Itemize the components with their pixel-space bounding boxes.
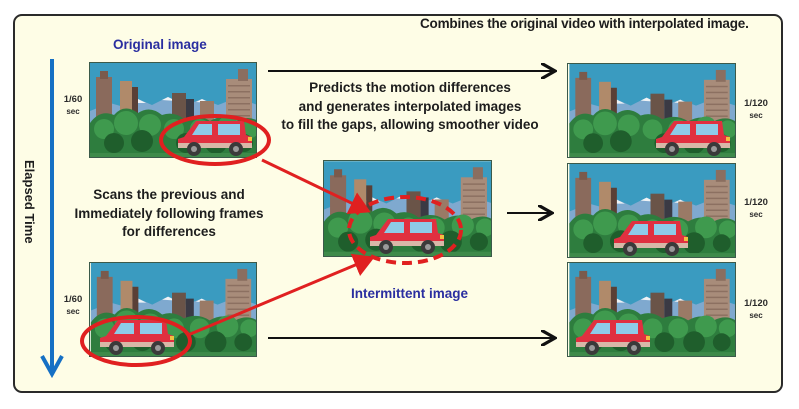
rate-unit: sec	[66, 107, 80, 116]
scans-line-1: Scans the previous and	[93, 187, 245, 202]
original-image-label: Original image	[113, 37, 207, 52]
rate-value: 1/120	[744, 98, 768, 109]
predicts-line-3: to fill the gaps, allowing smoother vide…	[281, 117, 539, 132]
scans-line-2: Immediately following frames	[74, 205, 264, 221]
original-frame-1	[89, 62, 257, 158]
right-frame-1-rate: 1/120 sec	[738, 98, 774, 122]
rate-value: 1/60	[63, 294, 83, 305]
elapsed-time-label: Elapsed Time	[22, 160, 37, 244]
output-frame-1	[567, 63, 736, 158]
predicts-line-2: and generates interpolated images	[298, 98, 522, 114]
left-frame-2-rate: 1/60 sec	[59, 294, 87, 318]
predicts-description: Predicts the motion differences and gene…	[272, 79, 548, 135]
scan-arrow-from-bottom-icon	[187, 253, 375, 337]
right-frame-3-rate: 1/120 sec	[738, 298, 774, 322]
car-highlight-bottom-icon	[80, 315, 192, 367]
rate-unit: sec	[66, 307, 80, 316]
rate-value: 1/120	[744, 197, 768, 208]
rate-unit: sec	[749, 111, 763, 120]
elapsed-time-arrow-icon	[40, 59, 64, 379]
rate-unit: sec	[749, 311, 763, 320]
interpolated-highlight-dashed-icon	[347, 195, 463, 265]
car-highlight-top-icon	[159, 114, 271, 166]
scans-line-3: for differences	[122, 224, 216, 239]
rate-value: 1/60	[63, 94, 83, 105]
diagram-title: Combines the original video with interpo…	[420, 16, 749, 31]
rate-unit: sec	[749, 210, 763, 219]
right-frame-2-rate: 1/120 sec	[738, 197, 774, 221]
scan-arrow-from-top-icon	[261, 158, 371, 215]
output-frame-3	[567, 262, 736, 357]
intermittent-frame	[323, 160, 492, 257]
intermittent-image-label: Intermittent image	[351, 286, 469, 301]
output-frame-2	[567, 163, 736, 258]
left-frame-1-rate: 1/60 sec	[59, 94, 87, 118]
predicts-line-1: Predicts the motion differences	[309, 80, 511, 95]
scans-description: Scans the previous and Immediately follo…	[70, 186, 268, 242]
rate-value: 1/120	[744, 298, 768, 309]
